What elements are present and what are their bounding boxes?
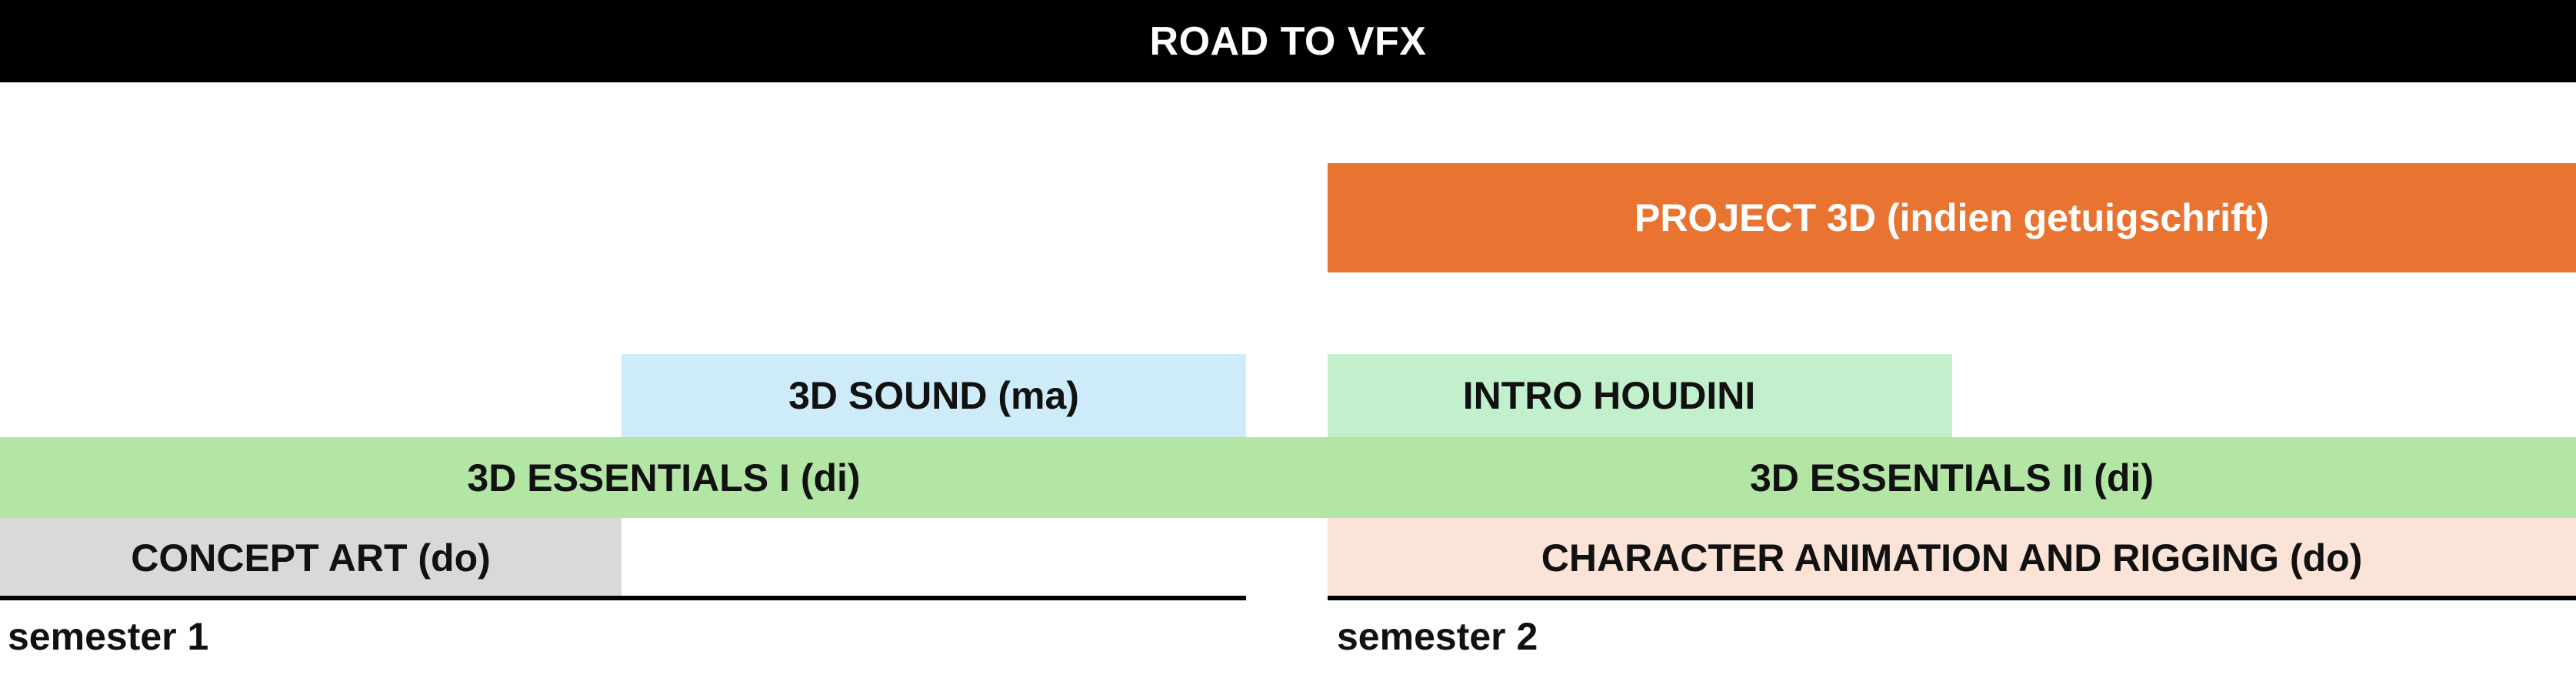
block-character-animation: CHARACTER ANIMATION AND RIGGING (do) [1328,518,2576,598]
block-3d-essentials-2: 3D ESSENTIALS II (di) [1749,456,2154,500]
semester-1-label: semester 1 [8,615,209,658]
semester-2-label: semester 2 [1337,615,1538,658]
block-3d-sound: 3D SOUND (ma) [622,354,1246,437]
block-concept-art: CONCEPT ART (do) [0,518,622,598]
block-3d-essentials-2-bg [1246,437,2576,518]
block-project-3d: PROJECT 3D (indien getuigschrift) [1328,163,2576,272]
semester-1-axis [0,596,1246,600]
diagram-title: ROAD TO VFX [0,0,2576,82]
semester-2-axis [1328,596,2576,600]
block-3d-essentials-1-bg [0,437,1328,518]
block-3d-essentials-1: 3D ESSENTIALS I (di) [467,456,861,500]
block-intro-houdini: INTRO HOUDINI [1328,354,1952,437]
